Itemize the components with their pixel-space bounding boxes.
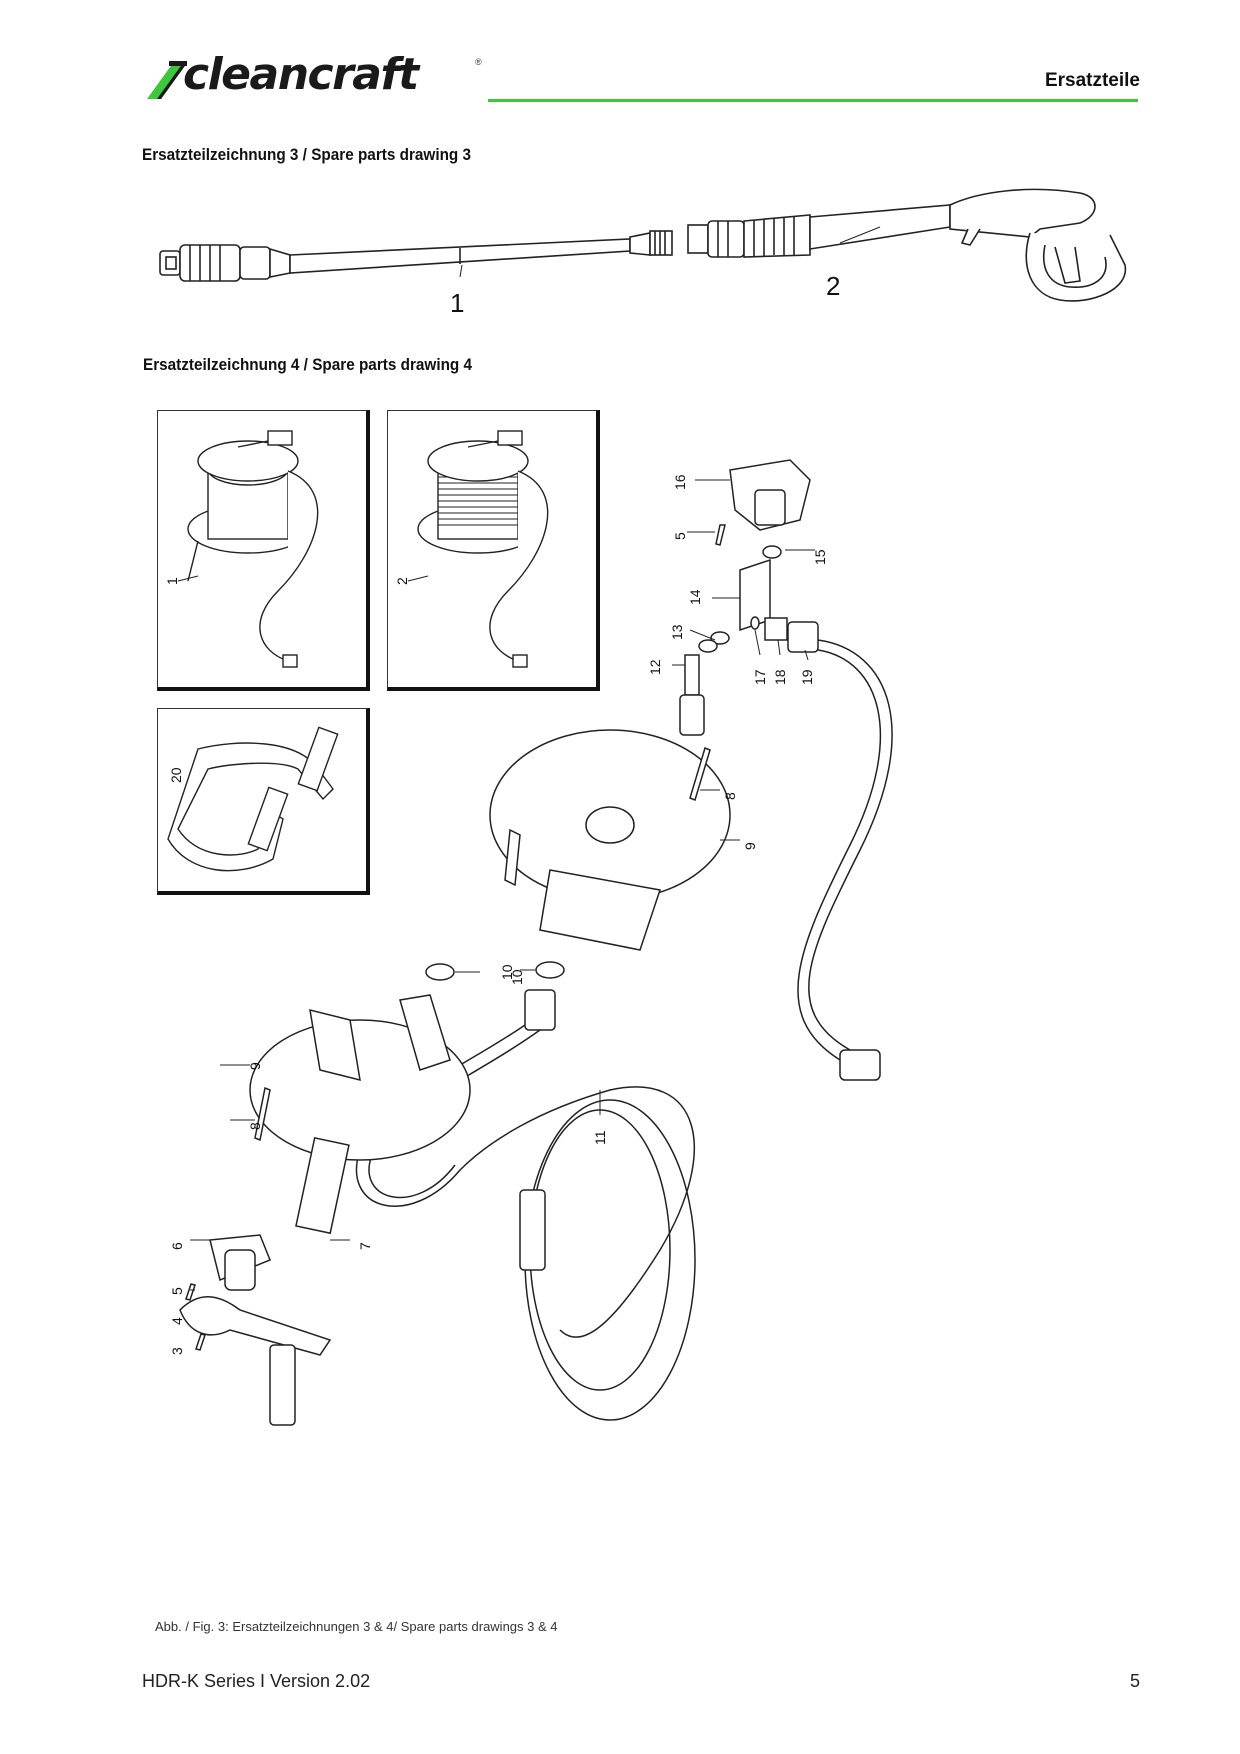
drawing3-label-2: 2: [826, 271, 840, 301]
part-label-18: 18: [772, 669, 788, 685]
brand-name: cleancraft: [183, 49, 419, 100]
part-label-3: 3: [169, 1347, 185, 1355]
drawing4-title: Ersatzteilzeichnung 4 / Spare parts draw…: [143, 355, 473, 374]
part-label-9-upper: 9: [742, 842, 758, 850]
inset-label-2: 2: [394, 577, 410, 585]
part-label-19: 19: [799, 669, 815, 685]
part-label-4: 4: [169, 1317, 185, 1325]
inset-reel-with-hose: 2: [387, 410, 600, 691]
inset-reel-empty: 1: [157, 410, 370, 691]
part-label-14: 14: [687, 589, 703, 605]
reel-empty-icon: 1: [164, 430, 319, 668]
inset-handle: 20: [157, 708, 370, 895]
part-label-13: 13: [669, 624, 685, 640]
brand-logo: cleancraft ®: [143, 49, 483, 105]
part-label-7: 7: [357, 1242, 373, 1250]
part-label-10-lower: 10: [509, 969, 525, 985]
footer-doc-version: HDR-K Series I Version 2.02: [142, 1671, 371, 1691]
figure-caption: Abb. / Fig. 3: Ersatzteilzeichnungen 3 &…: [155, 1619, 558, 1634]
part-label-16: 16: [672, 474, 688, 490]
part-label-11: 11: [592, 1130, 608, 1145]
drawing4-exploded-view: 16 5 15 14 13 12 17 18 19 8 9 10 10 11 9…: [169, 459, 893, 1426]
part-label-10-upper: 10: [499, 964, 515, 980]
part-label-8-upper: 8: [722, 792, 738, 800]
footer-page-number: 5: [1129, 1671, 1140, 1691]
part-label-15: 15: [812, 549, 828, 565]
part-label-12: 12: [647, 659, 663, 675]
drawing3-figure: 1 2: [159, 188, 1127, 318]
part-label-5-lower: 5: [169, 1287, 185, 1295]
header-rule: [488, 99, 1138, 102]
handle-icon: 20: [167, 726, 339, 872]
reel-with-hose-icon: 2: [394, 430, 549, 668]
part-label-5-upper: 5: [672, 532, 688, 540]
inset-label-1: 1: [164, 577, 180, 585]
page-title: Ersatzteile: [1044, 70, 1140, 91]
drawing3-label-1: 1: [450, 288, 464, 318]
logo-mark-icon: [147, 61, 187, 99]
part-label-8-lower: 8: [247, 1122, 263, 1130]
part-label-6: 6: [169, 1242, 185, 1250]
drawing3-title: Ersatzteilzeichnung 3 / Spare parts draw…: [142, 145, 472, 164]
part-label-9-lower: 9: [247, 1062, 263, 1070]
brand-registered-mark: ®: [475, 57, 482, 67]
inset-label-20: 20: [168, 767, 184, 783]
part-label-17: 17: [752, 669, 768, 685]
